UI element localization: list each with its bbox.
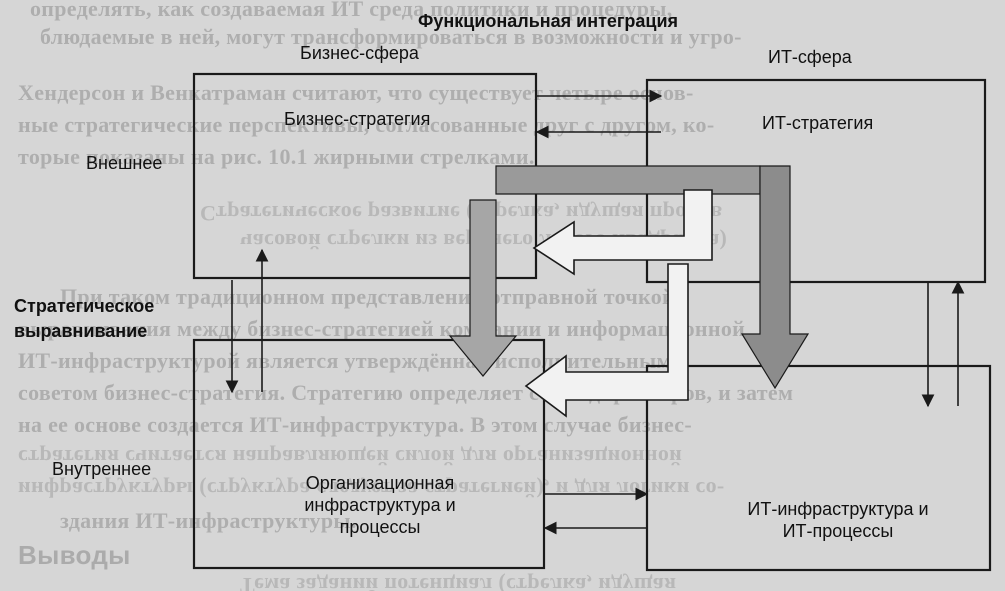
background-text-line: ные стратегические перспективы, согласов… bbox=[18, 112, 715, 137]
background-text-line: торые показаны на рис. 10.1 жирными стре… bbox=[18, 144, 535, 169]
background-text-line: на ее основе создается ИТ-инфраструктура… bbox=[18, 412, 692, 437]
business-strategy-label: Бизнес-стратегия bbox=[284, 109, 431, 129]
perspective-arrow-strategy-execution bbox=[448, 199, 518, 377]
it-domain-label: ИТ-сфера bbox=[768, 47, 852, 67]
perspective-arrow-technology-potential-head bbox=[740, 165, 810, 390]
business-domain-label: Бизнес-сфера bbox=[300, 43, 419, 63]
background-text-line: здания ИТ-инфраструктуры. bbox=[60, 508, 357, 533]
org-infrastructure-label: Организационная инфраструктура и процесс… bbox=[304, 473, 456, 537]
background-text-line: При таком традиционном представлении отп… bbox=[60, 284, 675, 309]
background-text-line: выравнивания между бизнес-стратегией ком… bbox=[18, 316, 746, 341]
internal-label: Внутреннее bbox=[52, 459, 152, 479]
it-infrastructure-label: ИТ-инфраструктура и ИТ-процессы bbox=[747, 499, 929, 541]
external-label: Внешнее bbox=[86, 153, 163, 173]
perspective-arrow-service-level bbox=[524, 263, 689, 418]
it-strategy-label: ИТ-стратегия bbox=[762, 113, 874, 133]
background-text-line: блюдаемые в ней, могут трансформироватьс… bbox=[40, 24, 742, 49]
background-text-line: Выводы bbox=[18, 540, 131, 570]
strategic-alignment-label: Стратегическое выравнивание bbox=[14, 296, 155, 341]
background-text-line: определять, как создаваемая ИТ среда пол… bbox=[30, 0, 673, 21]
diagram-title: Функциональная интеграция bbox=[418, 11, 679, 31]
perspective-arrow-technology-potential-body bbox=[495, 165, 761, 195]
it-infrastructure-box bbox=[645, 364, 992, 572]
background-text-line: Хендерсон и Венкатраман считают, что сущ… bbox=[18, 80, 694, 105]
perspective-arrow-competitive-potential bbox=[532, 189, 713, 276]
org-infrastructure-box bbox=[192, 338, 546, 570]
